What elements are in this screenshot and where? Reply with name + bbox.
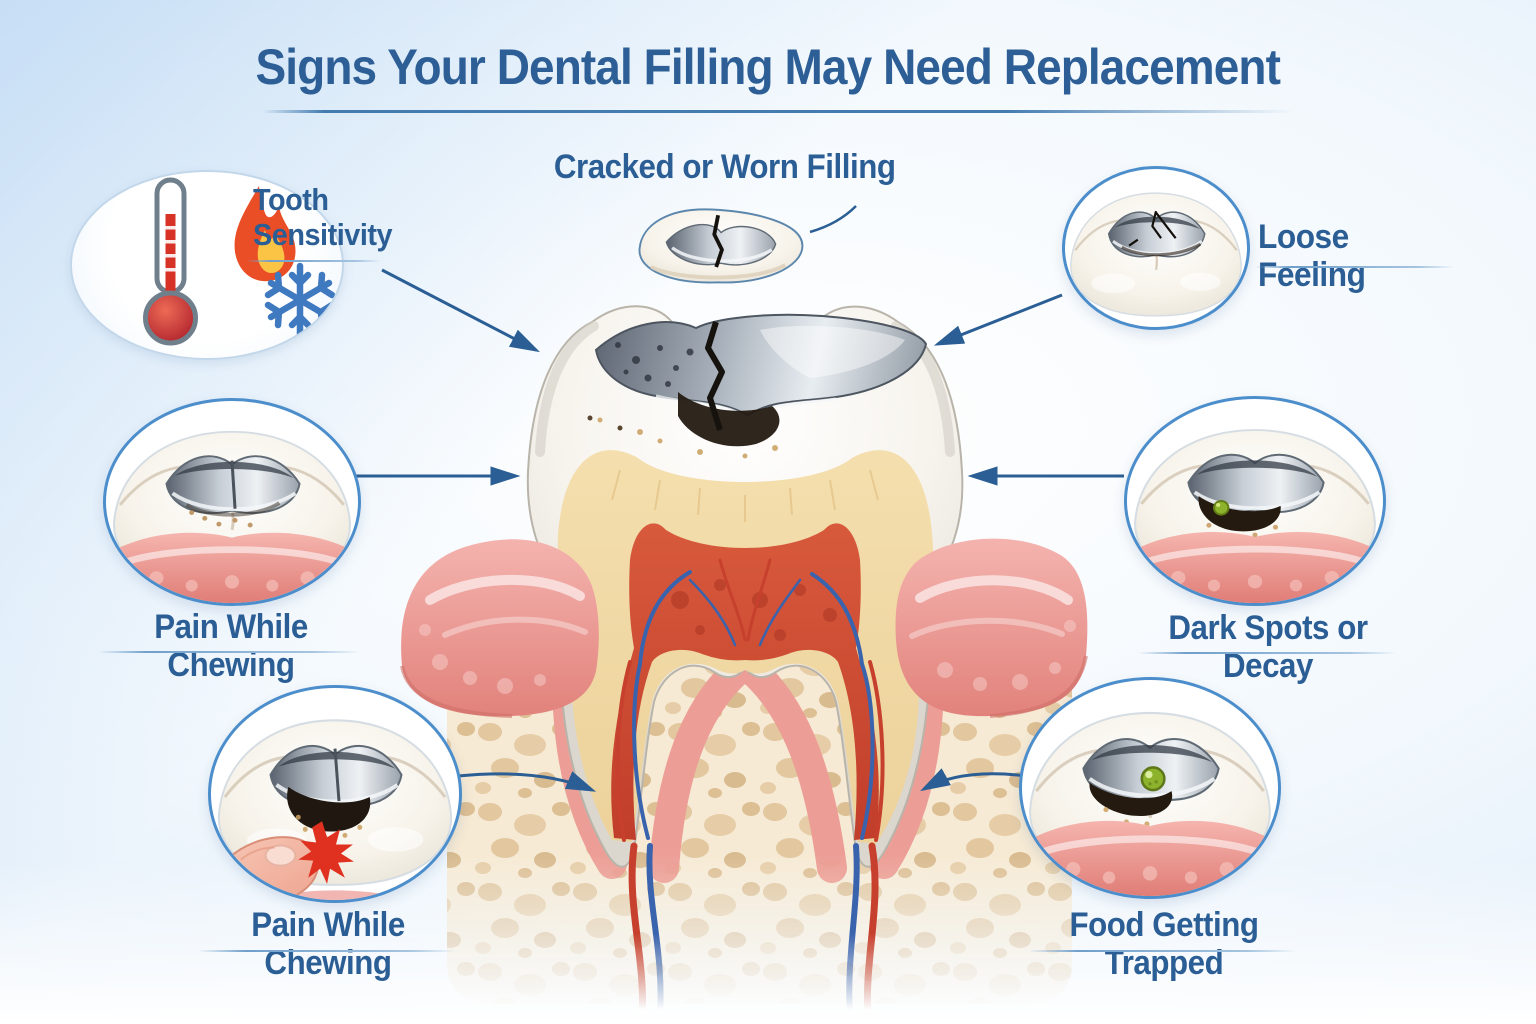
decay-spot [1089,782,1173,816]
underline-food-getting-trapped [1030,950,1296,952]
pain-while-chewing-left-bubble [103,398,361,606]
pain-starburst [298,821,354,884]
title-underline [262,110,1294,113]
blood-vessels [615,558,885,842]
food-getting-trapped-bubble [1019,677,1281,899]
loose-feeling-bubble [1062,166,1250,330]
flame-icon [234,186,296,282]
filling-crack [705,321,725,431]
gum-left [400,539,599,718]
thermometer-icon [143,177,198,346]
arrow-food-trapped [920,768,1027,792]
cracked-amalgam-filling [587,313,928,459]
label-pain-while-chewing-left: Pain While Chewing [154,608,308,685]
connector-cracked-filling [809,205,857,234]
page-title: Signs Your Dental Filling May Need Repla… [255,39,1281,95]
underline-pain-while-chewing-bottom [200,950,456,952]
underline-pain-while-chewing-left [100,651,360,653]
trapped-food-pea [1140,766,1166,792]
snowflake-icon [264,262,336,338]
arrow-loose-feeling [933,293,1063,346]
label-food-getting-trapped: Food Getting Trapped [1069,906,1259,983]
underline-dark-spots-or-decay [1140,652,1396,654]
decay-spot [1198,496,1281,532]
label-tooth-sensitivity: Tooth Sensitivity [253,182,393,252]
root-vessel-strands [628,842,879,1020]
decay-under-filling [678,392,780,447]
arrow-tooth-sensitivity [381,268,540,353]
label-loose-feeling: Loose Feeling [1258,218,1366,295]
cracked-filling-tooth-illustration [638,208,804,284]
underline-loose-feeling [1256,266,1454,268]
label-cracked-or-worn-filling: Cracked or Worn Filling [554,148,896,186]
tooth-sensitivity-icon-bubble [70,170,344,360]
pain-while-chewing-bottom-bubble [208,685,462,903]
dark-spots-or-decay-bubble [1124,396,1386,606]
label-pain-while-chewing-bottom: Pain While Chewing [251,906,405,983]
gum-right [895,538,1088,718]
underline-tooth-sensitivity [247,260,381,262]
callout-arrows [356,205,1124,792]
arrow-pain-bottom [457,771,597,792]
food-particle [1213,500,1230,516]
decay-spot [287,786,371,832]
label-dark-spots-or-decay: Dark Spots or Decay [1168,609,1368,686]
